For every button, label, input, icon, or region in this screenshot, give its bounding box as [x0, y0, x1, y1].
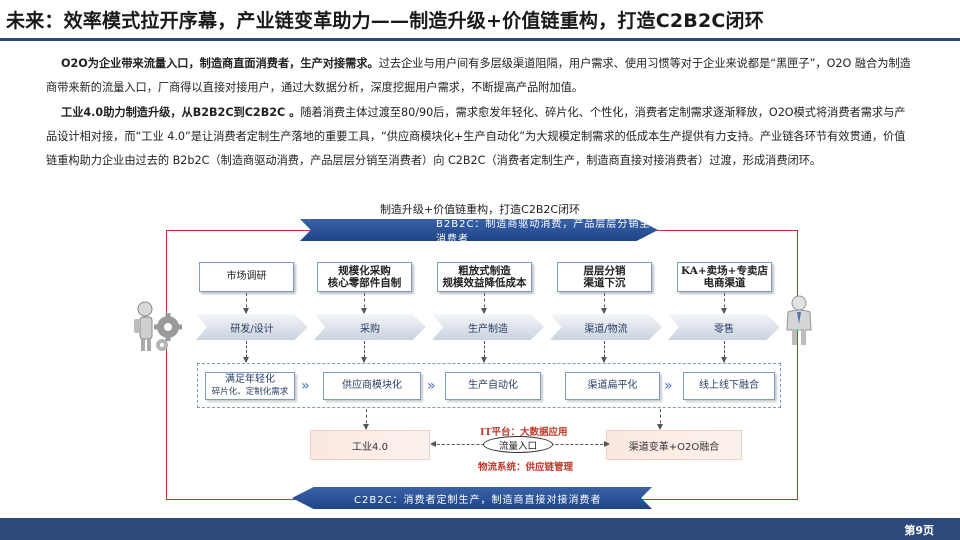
title-divider: [0, 38, 960, 41]
box-text: 电商渠道: [703, 277, 746, 289]
arrow-down-icon: [361, 293, 367, 314]
upgrade-box-omnichannel: 线上线下融合: [683, 372, 775, 400]
page-number: 第9页: [904, 524, 934, 537]
double-chevron-icon: »: [301, 378, 310, 394]
diagram-caption: 制造升级+价值链重构，打造C2B2C闭环: [379, 203, 581, 216]
page-title: 未来：效率模式拉开序幕，产业链变革助力——制造升级+价值链重构，打造C2B2C闭…: [6, 10, 764, 32]
double-chevron-icon: »: [664, 378, 673, 394]
logistics-label: 物流系统：供应链管理: [478, 462, 574, 473]
manufacturer-gear-icon: [134, 301, 182, 351]
it-platform-label: IT平台：大数据应用: [480, 427, 568, 438]
paragraph-body: 随着消费主体过渡至80/90后，需求愈发年轻化、碎片化、个性化，消费者定制需求逐…: [46, 105, 906, 168]
box-text: 规模效益降低成本: [442, 277, 527, 289]
traditional-box-manufacturing: 粗放式制造 规模效益降低成本: [437, 262, 532, 292]
traditional-box-retail: KA+卖场+专卖店 电商渠道: [677, 262, 772, 292]
box-text: 渠道下沉: [583, 277, 626, 289]
box-text: 粗放式制造: [458, 265, 511, 277]
upgrade-box-flat-channel: 渠道扁平化: [565, 372, 660, 400]
arrow-down-icon: [601, 341, 607, 363]
flow-step-logistics: 渠道/物流: [550, 314, 662, 340]
flow-step-procurement: 采购: [314, 314, 426, 340]
paragraph-industry40: 工业4.0助力制造升级，从B2B2C到C2B2C 。随着消费主体过渡至80/90…: [46, 101, 916, 174]
body-text: O2O为企业带来流量入口，制造商直面消费者，生产对接需求。过去企业与用户间有多层…: [46, 52, 916, 173]
arrow-down-icon: [243, 341, 249, 363]
upgrade-box-automation: 生产自动化: [445, 372, 541, 400]
traditional-box-distribution: 层层分销 渠道下沉: [557, 262, 652, 292]
arrow-down-icon: [721, 293, 727, 314]
box-text: 核心零部件自制: [327, 277, 402, 289]
value-chain-flow: 研发/设计 采购 生产制造 渠道/物流 零售: [196, 314, 780, 340]
arrow-down-icon: [481, 293, 487, 314]
b2b2c-arrow-band: B2B2C：制造商驱动消费，产品层层分销至消费者: [300, 219, 658, 241]
paragraph-lead: 工业4.0助力制造升级，从B2B2C到C2B2C 。: [61, 105, 301, 119]
c2b2c-arrow-band: C2B2C：消费者定制生产，制造商直接对接消费者: [292, 487, 652, 509]
industry40-box: 工业4.0: [310, 430, 430, 460]
consumer-person-icon: [786, 295, 812, 345]
paragraph-body: 过去企业与用户间有多层级渠道阻隔，用户需求、使用习惯等对于企业来说都是“黑匣子”…: [46, 57, 911, 95]
arrow-down-icon: [243, 293, 249, 314]
traditional-box-procurement: 规模化采购 核心零部件自制: [317, 262, 412, 292]
arrow-down-icon: [481, 341, 487, 363]
arrow-down-icon: [361, 341, 367, 363]
arrow-down-icon: [363, 409, 369, 430]
upgrade-box-demand: 满足年轻化 碎片化、定制化需求: [205, 372, 295, 400]
arrow-down-icon: [721, 341, 727, 363]
box-text: 市场调研: [226, 271, 267, 282]
box-text: 层层分销: [583, 265, 626, 277]
traditional-box-research: 市场调研: [199, 262, 294, 292]
upgrade-dashed-frame: [197, 363, 781, 408]
box-text: 满足年轻化: [225, 374, 275, 385]
box-text: KA+卖场+专卖店: [681, 265, 768, 277]
box-text: 规模化采购: [338, 265, 391, 277]
paragraph-lead: O2O为企业带来流量入口，制造商直面消费者，生产对接需求。: [61, 57, 379, 70]
channel-o2o-box: 渠道变革+O2O融合: [606, 430, 742, 460]
flow-step-retail: 零售: [668, 314, 780, 340]
upgrade-box-supplier-modular: 供应商模块化: [323, 372, 421, 400]
double-chevron-icon: »: [427, 378, 436, 394]
arrow-down-icon: [657, 409, 663, 430]
paragraph-o2o: O2O为企业带来流量入口，制造商直面消费者，生产对接需求。过去企业与用户间有多层…: [46, 52, 916, 101]
flow-step-rd: 研发/设计: [196, 314, 308, 340]
arrow-down-icon: [601, 293, 607, 314]
traffic-entry-ellipse: 流量入口: [483, 436, 553, 453]
flow-step-manufacturing: 生产制造: [432, 314, 544, 340]
footer-bar: [0, 518, 960, 540]
box-text: 碎片化、定制化需求: [211, 387, 289, 397]
